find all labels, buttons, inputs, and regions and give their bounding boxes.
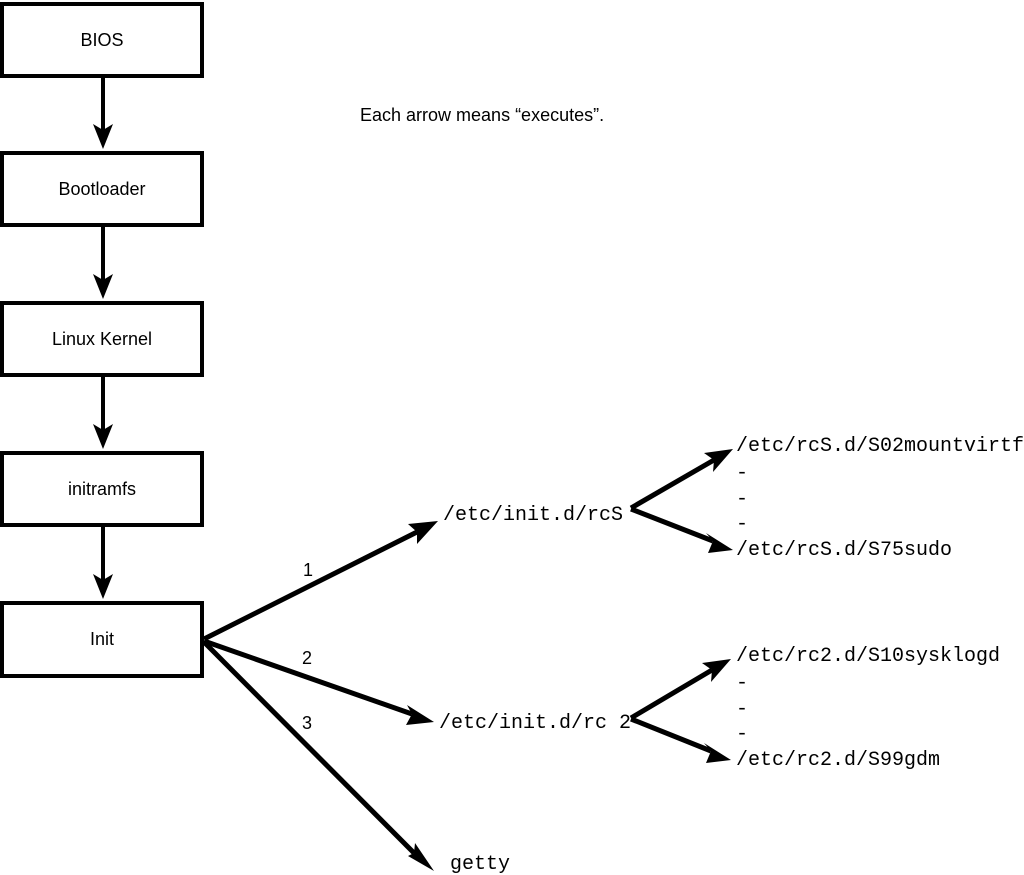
rcs-last-script: /etc/rcS.d/S75sudo: [736, 539, 952, 562]
rcs-first-script: /etc/rcS.d/S02mountvirtfs: [736, 435, 1024, 458]
arrow-kernel-to-initramfs: [93, 375, 113, 449]
arrow-rcs-to-first-script: [629, 449, 733, 511]
node-init[interactable]: Init: [0, 601, 204, 678]
arrow-bios-to-bootloader: [93, 76, 113, 149]
edge-number-1: 1: [303, 560, 313, 580]
arrow-rc2-to-last-script: [630, 716, 731, 763]
node-linux-kernel[interactable]: Linux Kernel: [0, 301, 204, 377]
rcs-ellipsis-dash-2: -: [736, 488, 748, 511]
node-bios-label: BIOS: [80, 30, 123, 50]
node-initramfs-rect: [0, 451, 204, 527]
caption-executes: Each arrow means “executes”.: [360, 105, 604, 125]
rc2-ellipsis-dash-1: -: [736, 672, 748, 695]
node-bootloader-label: Bootloader: [58, 179, 145, 199]
arrow-init-branch-1: [202, 521, 438, 642]
arrow-init-branch-3: [202, 640, 434, 871]
arrow-rcs-to-last-script: [630, 506, 733, 553]
arrow-rc2-to-first-script: [629, 659, 731, 721]
node-initramfs[interactable]: initramfs: [0, 451, 204, 527]
target-getty-label: getty: [450, 853, 510, 875]
rc2-ellipsis-dash-3: -: [736, 723, 748, 746]
arrow-bootloader-to-kernel: [93, 225, 113, 299]
arrow-initramfs-to-init: [93, 525, 113, 599]
node-bootloader[interactable]: Bootloader: [0, 151, 204, 227]
node-init-rect: [0, 601, 204, 678]
rc2-last-script: /etc/rc2.d/S99gdm: [736, 749, 940, 772]
node-bios-rect: [0, 2, 204, 78]
edge-number-3: 3: [302, 713, 312, 733]
rc2-ellipsis-dash-2: -: [736, 698, 748, 721]
target-rcs-label: /etc/init.d/rcS: [443, 504, 623, 527]
node-init-label: Init: [90, 629, 114, 649]
arrow-init-branch-2: [203, 638, 434, 725]
node-linux-kernel-label: Linux Kernel: [52, 329, 152, 349]
rcs-ellipsis-dash-1: -: [736, 462, 748, 485]
target-rc2-label: /etc/init.d/rc 2: [439, 712, 631, 735]
rcs-ellipsis-dash-3: -: [736, 513, 748, 536]
node-bios[interactable]: BIOS: [0, 2, 204, 78]
rc2-first-script: /etc/rc2.d/S10sysklogd: [736, 645, 1000, 668]
node-initramfs-label: initramfs: [68, 479, 136, 499]
edge-number-2: 2: [302, 648, 312, 668]
